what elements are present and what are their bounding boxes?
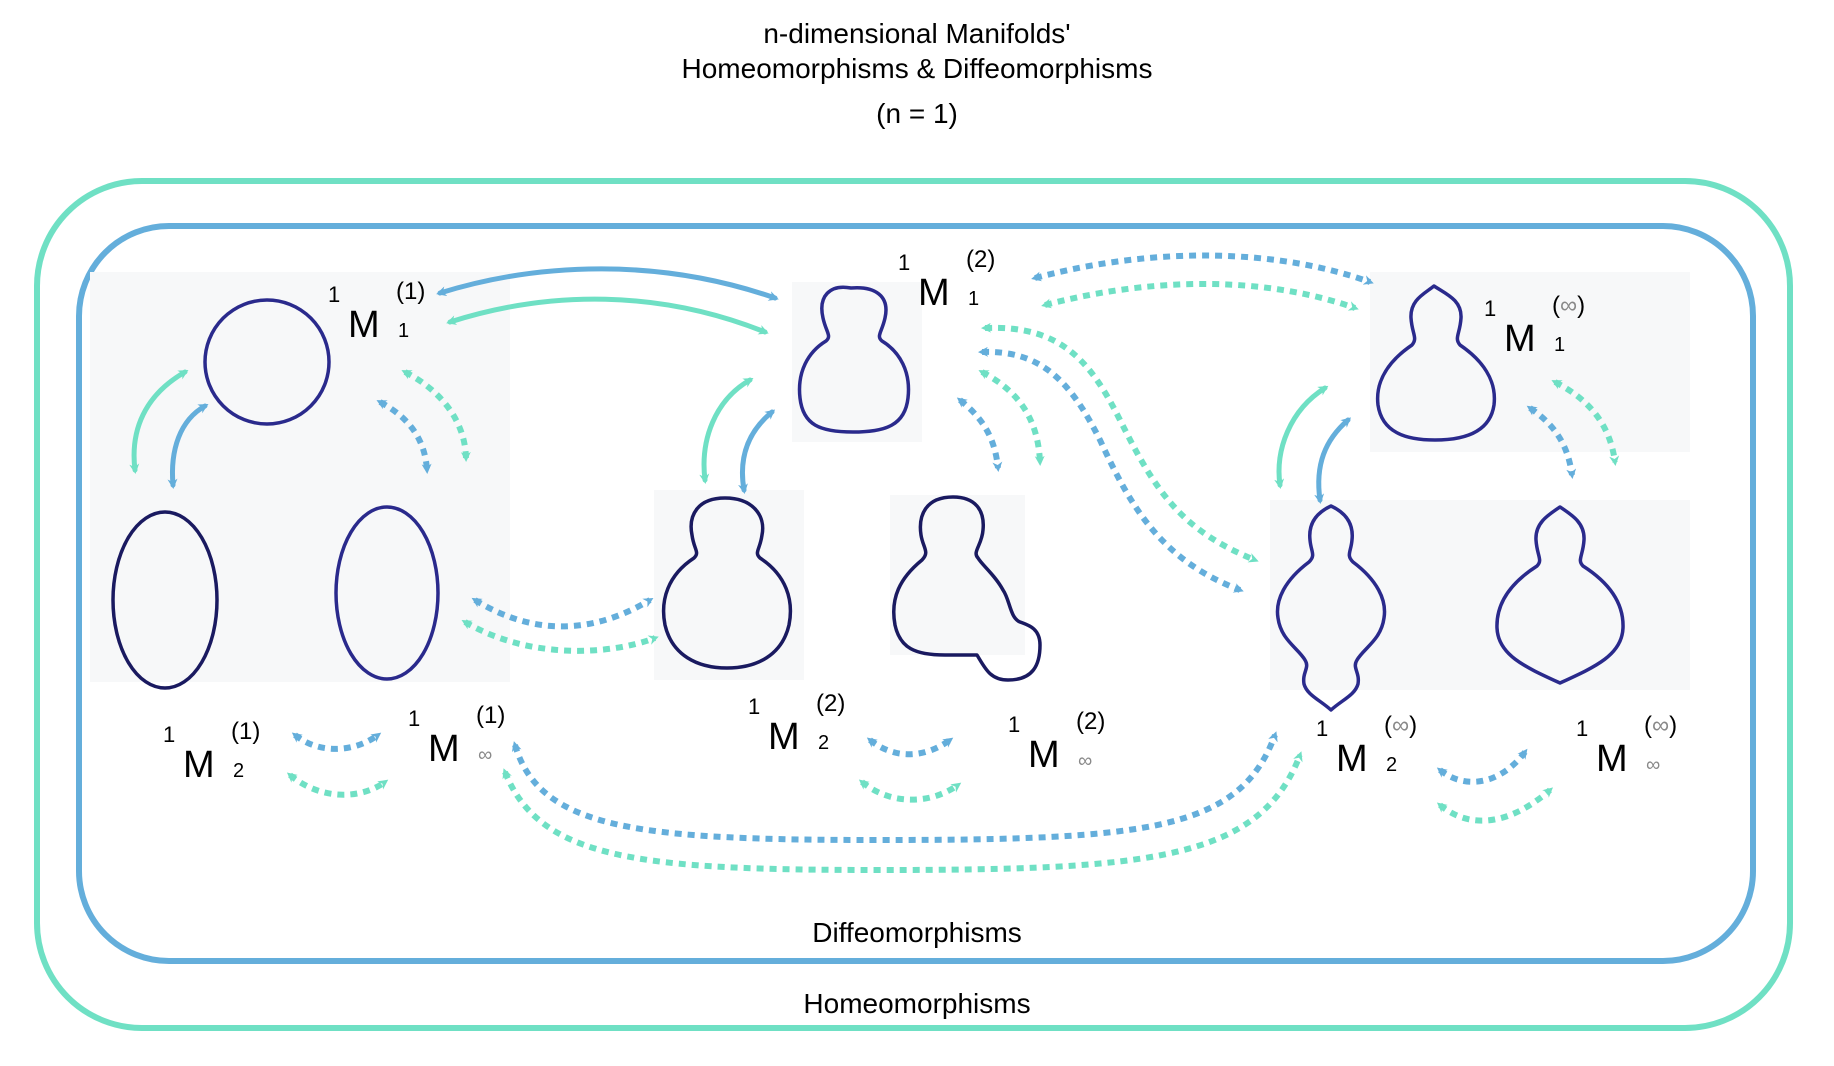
arrow-homeo-minf2-minfinf	[1436, 787, 1554, 824]
label-subscript: 2	[1386, 754, 1398, 776]
shape-m1-2-ellipse	[111, 510, 219, 690]
infinity-subscript-icon: ∞	[1078, 750, 1093, 772]
homeomorphisms-boundary	[34, 178, 1793, 1031]
infinity-icon: ∞	[1392, 712, 1410, 739]
shape-m2-2-gourd	[661, 496, 793, 670]
diffeomorphisms-label: Diffeomorphisms	[812, 917, 1022, 948]
label-prefix: 1	[1576, 716, 1589, 741]
label-m1-2: 1 M (1) 2	[163, 718, 283, 802]
label-superscript: (2)	[966, 246, 996, 273]
arrow-diffeo-minf1-minf2	[1314, 417, 1352, 504]
label-minf-inf: 1 M (∞) ∞	[1576, 712, 1696, 796]
label-minf-1: 1 M (∞) 1	[1484, 292, 1604, 376]
diffeomorphisms-boundary	[76, 223, 1756, 964]
shape-m1-1-circle	[203, 298, 331, 426]
label-prefix: 1	[408, 706, 421, 731]
label-m1-inf: 1 M (1) ∞	[408, 702, 528, 786]
infinity-icon: ∞	[1560, 292, 1578, 319]
arrow-homeo-m21-minf1	[1041, 281, 1359, 311]
label-base: M	[183, 744, 215, 786]
label-superscript: (2)	[816, 690, 846, 717]
arrow-homeo-minf1-minf2-long	[502, 751, 1303, 874]
image-patch	[890, 495, 1025, 655]
arrow-homeo-circle-ellipse-right	[401, 369, 471, 462]
arrow-homeo-m21-m22	[699, 377, 754, 484]
arrow-homeo-m22-minf2	[858, 779, 962, 803]
label-superscript: (1)	[396, 278, 426, 305]
label-minf-2: 1 M (∞) 2	[1316, 712, 1436, 796]
label-m1-1: 1 M (1) 1	[328, 278, 448, 362]
arrow-homeo-m21-minf2-diag	[981, 322, 1259, 563]
arrow-homeo-m12-minf1	[286, 772, 389, 798]
arrow-homeo-m21-minf2	[978, 369, 1045, 466]
shape-m2-1-gourd	[797, 285, 911, 434]
label-subscript: 2	[818, 732, 830, 754]
arrow-diffeo-circle-ellipse	[167, 403, 209, 489]
label-prefix: 1	[748, 694, 761, 719]
title-line-1: n-dimensional Manifolds'	[763, 18, 1071, 49]
arrow-diffeo-m12-minf1	[291, 732, 382, 752]
arrow-diffeo-circle-ellipse-right	[376, 399, 432, 474]
arrow-homeo-minf1-minfinf	[1551, 379, 1620, 466]
image-patch	[654, 490, 804, 680]
label-superscript: (2)	[1076, 708, 1106, 735]
label-subscript: 2	[233, 760, 245, 782]
label-subscript: 1	[1554, 334, 1566, 356]
infinity-subscript-icon: ∞	[478, 744, 493, 766]
arrow-homeo-circle-ellipse	[129, 369, 189, 474]
arrow-homeo-m11-m21	[446, 296, 769, 335]
arrow-homeo-minf1-minf2	[1274, 385, 1329, 489]
label-prefix: 1	[1316, 716, 1329, 741]
title-line-2: Homeomorphisms & Diffeomorphisms	[681, 53, 1153, 84]
arrow-diffeo-minf2-minfinf	[1436, 748, 1528, 785]
arrow-diffeo-m21-minf2-diag	[978, 346, 1244, 593]
label-subscript: 1	[968, 288, 980, 310]
label-prefix: 1	[898, 250, 911, 275]
label-base: M	[1336, 738, 1368, 780]
arrow-diffeo-m21-minf1	[1031, 252, 1374, 285]
arrow-diffeo-minf1-minfinf	[1526, 405, 1577, 479]
arrow-diffeo-m22-minf2	[866, 737, 954, 758]
label-m2-2: 1 M (2) 2	[748, 690, 868, 774]
shape-minf-1-pointed-gourd	[1375, 284, 1497, 442]
label-superscript: (∞)	[1552, 292, 1586, 319]
label-superscript: (∞)	[1644, 712, 1678, 739]
label-prefix: 1	[163, 722, 176, 747]
shape-minf-2-wavy	[1275, 504, 1387, 712]
label-superscript: (1)	[231, 718, 261, 745]
label-base: M	[918, 272, 950, 314]
arrow-diffeo-minf1-minf2-long	[511, 731, 1278, 844]
label-base: M	[1504, 318, 1536, 360]
label-m2-inf: 1 M (2) ∞	[1008, 708, 1128, 792]
label-prefix: 1	[328, 282, 341, 307]
label-superscript: (∞)	[1384, 712, 1418, 739]
arrow-homeo-minf1-m22	[461, 619, 659, 654]
homeomorphisms-label: Homeomorphisms	[803, 988, 1031, 1019]
label-superscript: (1)	[476, 702, 506, 729]
shape-minf-inf-pointed-gourd	[1495, 505, 1625, 685]
label-base: M	[428, 728, 460, 770]
label-base: M	[348, 304, 380, 346]
title-line-3: (n = 1)	[876, 98, 958, 129]
shape-m1-inf-ellipse	[334, 505, 440, 681]
arrow-diffeo-m21-minf2	[956, 397, 1003, 472]
label-base: M	[1028, 734, 1060, 776]
arrow-diffeo-m21-m22	[738, 409, 776, 494]
image-patch	[90, 272, 510, 682]
label-base: M	[1596, 738, 1628, 780]
infinity-icon: ∞	[1652, 712, 1670, 739]
label-base: M	[768, 716, 800, 758]
shape-m2-inf-gourd-bump	[892, 495, 1042, 682]
arrow-diffeo-m11-m21	[436, 266, 779, 301]
image-patch	[1270, 500, 1690, 690]
infinity-subscript-icon: ∞	[1646, 754, 1661, 776]
label-prefix: 1	[1484, 296, 1497, 321]
label-subscript: 1	[398, 320, 410, 342]
label-prefix: 1	[1008, 712, 1021, 737]
label-m2-1: 1 M (2) 1	[898, 246, 1018, 330]
